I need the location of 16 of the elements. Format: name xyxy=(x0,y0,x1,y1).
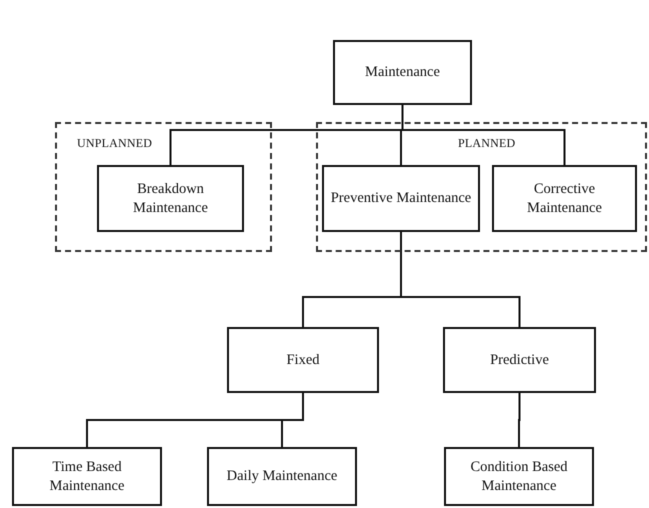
group-label: UNPLANNED xyxy=(77,136,152,151)
process-box: Time Based Maintenance xyxy=(12,447,162,506)
process-box: Daily Maintenance xyxy=(207,447,357,506)
process-box: Fixed xyxy=(227,327,379,393)
process-box: Predictive xyxy=(443,327,596,393)
dashed-group-box xyxy=(316,122,647,252)
process-box: Corrective Maintenance xyxy=(492,165,637,232)
process-box: Maintenance xyxy=(333,40,472,105)
process-box: Preventive Maintenance xyxy=(322,165,480,232)
process-box: Breakdown Maintenance xyxy=(97,165,244,232)
group-label: PLANNED xyxy=(458,136,516,151)
dashed-group-box xyxy=(55,122,272,252)
connector-line xyxy=(281,393,304,447)
connector-line xyxy=(518,393,520,447)
connector-line xyxy=(400,232,520,327)
process-box: Condition Based Maintenance xyxy=(444,447,594,506)
